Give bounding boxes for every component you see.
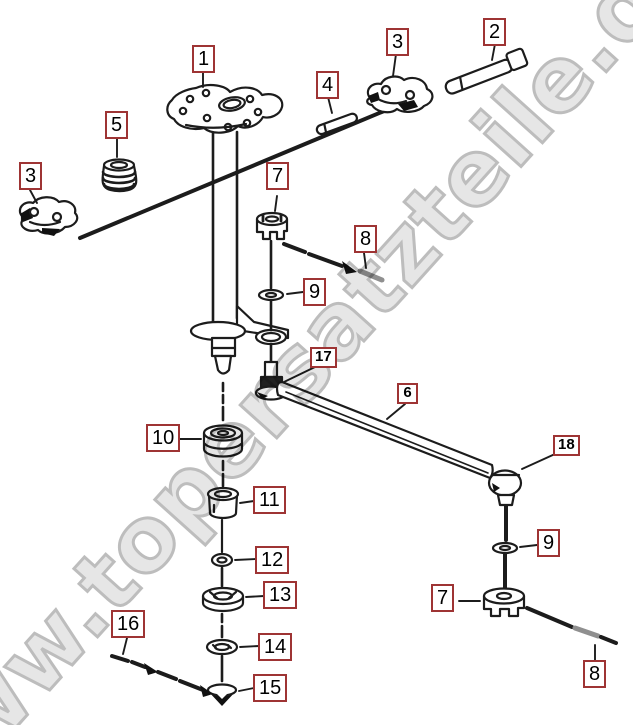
leader-lines <box>29 43 596 692</box>
leader-3-top <box>392 53 397 77</box>
part-label-18: 18 <box>553 435 580 456</box>
bracket-3-left <box>18 196 79 236</box>
leader-7-top <box>274 195 278 212</box>
leader-14 <box>239 645 260 648</box>
washer-9-bottom <box>491 541 519 555</box>
bushing-5 <box>101 158 138 193</box>
leader-18 <box>521 453 556 470</box>
part-label-8-top: 8 <box>354 225 378 253</box>
cotter-pin-8-top <box>282 242 385 283</box>
part-label-2: 2 <box>483 18 507 46</box>
leader-8-top <box>363 252 367 269</box>
cotter-pin-8-bottom <box>525 606 618 645</box>
part-label-5: 5 <box>105 111 129 139</box>
steering-column <box>211 130 239 324</box>
part-label-9-bottom: 9 <box>537 529 561 557</box>
cotter-pin-16 <box>110 654 213 697</box>
cap-nut-15 <box>206 683 238 706</box>
washer-13 <box>201 586 245 613</box>
steering-plate-1 <box>166 83 284 134</box>
leader-2 <box>491 43 496 61</box>
steering-shaft-tip <box>210 336 237 375</box>
castle-nut-7-top <box>255 211 289 241</box>
part-label-3-top: 3 <box>386 28 410 56</box>
part-label-13: 13 <box>263 581 298 609</box>
leader-13 <box>245 595 265 598</box>
washer-12 <box>210 552 234 568</box>
part-label-4: 4 <box>316 71 340 99</box>
part-label-12: 12 <box>255 546 290 574</box>
leader-4 <box>327 96 333 114</box>
bracket-3-right <box>366 75 434 114</box>
part-label-10: 10 <box>146 424 181 452</box>
rod-2 <box>444 47 529 95</box>
leader-9-bottom <box>519 544 538 548</box>
part-label-17: 17 <box>310 347 337 368</box>
part-label-3-left: 3 <box>19 162 43 190</box>
part-label-15: 15 <box>253 674 288 702</box>
part-label-11: 11 <box>253 486 286 514</box>
leader-17 <box>283 366 316 383</box>
part-label-14: 14 <box>258 633 293 661</box>
leader-9-top <box>286 291 304 295</box>
leader-11 <box>239 500 255 504</box>
leader-3-left <box>29 189 38 204</box>
tie-rod-end-18 <box>487 469 523 507</box>
column-base-bracket <box>189 304 290 346</box>
leader-12 <box>234 558 257 561</box>
part-label-7-top: 7 <box>266 162 290 190</box>
bearing-10 <box>202 424 244 458</box>
leader-15 <box>238 687 255 692</box>
part-label-16: 16 <box>111 610 146 638</box>
leader-6 <box>386 403 406 420</box>
castle-nut-7-bottom <box>482 587 526 618</box>
part-label-8-bottom: 8 <box>583 660 607 688</box>
part-label-9-top: 9 <box>303 278 327 306</box>
part-label-1: 1 <box>192 45 216 73</box>
tie-rod-6 <box>275 380 494 480</box>
leader-16 <box>122 637 128 655</box>
bushing-11 <box>206 486 240 520</box>
part-label-7-bottom: 7 <box>431 584 455 612</box>
part-label-6: 6 <box>397 383 418 404</box>
pin-4 <box>315 112 358 136</box>
washer-9-top <box>257 288 285 302</box>
lock-washer-14 <box>205 638 239 656</box>
